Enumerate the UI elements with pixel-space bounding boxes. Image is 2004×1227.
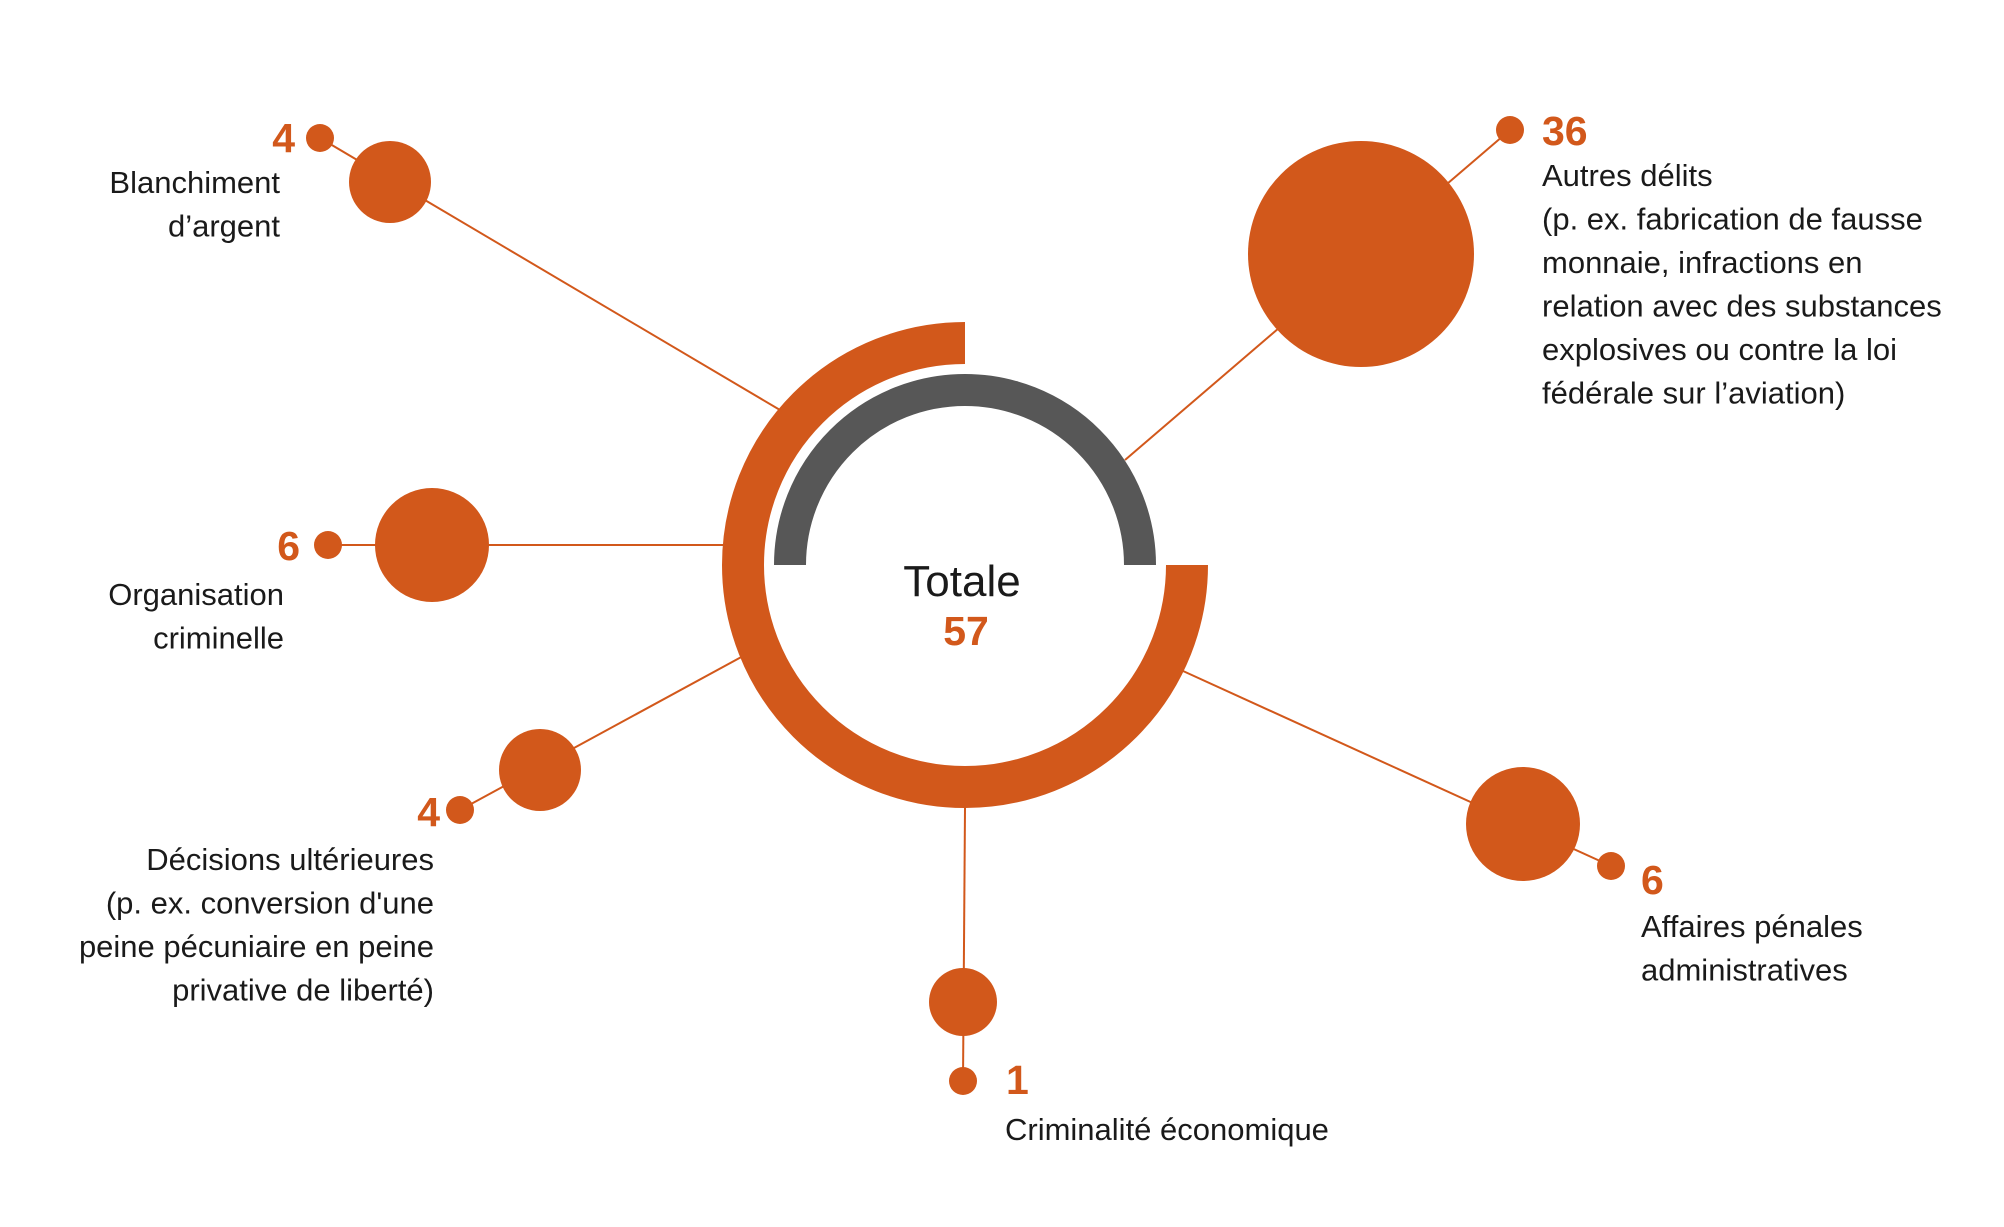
inner-ring-arc <box>774 374 1156 566</box>
label-line-decisions: Décisions ultérieures <box>146 842 434 877</box>
label-line-affaires: administratives <box>1641 953 1848 988</box>
label-line-blanchiment: d’argent <box>168 209 280 244</box>
total-center: Totale 57 <box>903 557 1020 654</box>
node-affaires <box>1466 767 1580 881</box>
label-line-autres: relation avec des substances <box>1542 289 1942 324</box>
category-labels: 4Blanchimentd’argent6Organisationcrimine… <box>79 108 1942 1147</box>
count-affaires: 6 <box>1641 857 1664 903</box>
count-criminalite: 1 <box>1006 1057 1029 1103</box>
node-dot-blanchiment <box>306 124 334 152</box>
label-line-organisation: Organisation <box>108 577 284 612</box>
label-line-decisions: (p. ex. conversion d'une <box>106 886 434 921</box>
total-label: Totale <box>903 557 1020 606</box>
count-organisation: 6 <box>277 523 300 569</box>
total-value: 57 <box>943 608 989 654</box>
node-dot-organisation <box>314 531 342 559</box>
category-nodes <box>306 116 1625 1095</box>
center-rings <box>722 322 1208 808</box>
count-blanchiment: 4 <box>272 115 295 161</box>
label-line-decisions: privative de liberté) <box>172 973 434 1008</box>
node-dot-affaires <box>1597 852 1625 880</box>
label-line-organisation: criminelle <box>153 621 284 656</box>
node-autres <box>1248 141 1474 367</box>
label-line-autres: (p. ex. fabrication de fausse <box>1542 202 1923 237</box>
node-organisation <box>375 488 489 602</box>
node-criminalite <box>929 968 997 1036</box>
count-decisions: 4 <box>417 789 440 835</box>
outer-ring-arc <box>722 322 1208 808</box>
label-line-criminalite: Criminalité économique <box>1005 1112 1329 1147</box>
count-autres: 36 <box>1542 108 1588 154</box>
label-line-blanchiment: Blanchiment <box>109 165 280 200</box>
node-dot-autres <box>1496 116 1524 144</box>
label-line-autres: explosives ou contre la loi <box>1542 332 1897 367</box>
node-dot-criminalite <box>949 1067 977 1095</box>
label-line-decisions: peine pécuniaire en peine <box>79 929 434 964</box>
label-line-affaires: Affaires pénales <box>1641 909 1863 944</box>
label-line-autres: monnaie, infractions en <box>1542 245 1863 280</box>
node-decisions <box>499 729 581 811</box>
connector-line-criminalite <box>962 807 966 1082</box>
label-line-autres: Autres délits <box>1542 158 1713 193</box>
label-line-autres: fédérale sur l’aviation) <box>1542 376 1845 411</box>
node-dot-decisions <box>446 796 474 824</box>
node-blanchiment <box>349 141 431 223</box>
